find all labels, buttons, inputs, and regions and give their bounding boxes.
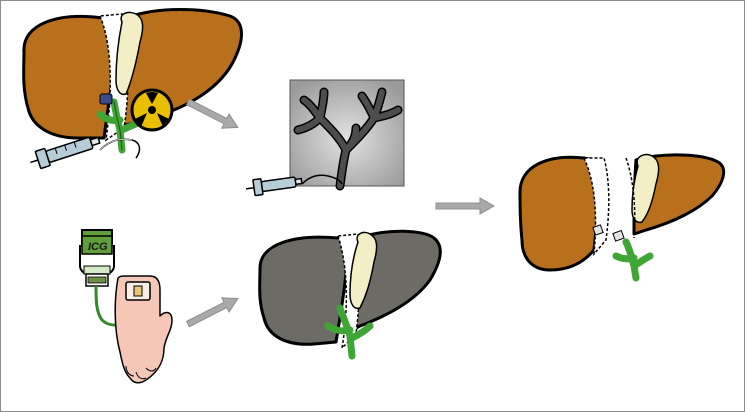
syringe-icon: [245, 176, 303, 197]
arrow-to-cholangiogram: [185, 98, 239, 129]
dye-bottle-icon: ICG: [79, 229, 115, 287]
liver-resected: [518, 153, 726, 282]
hand-icon: [114, 275, 173, 384]
radiation-trefoil-icon: [130, 88, 174, 132]
liver-radiotracer: [22, 8, 243, 170]
arrow-to-resection: [435, 197, 496, 215]
icg-infusion: ICG: [79, 229, 173, 384]
biliary-tree: [293, 87, 403, 191]
syringe-icon: [30, 136, 101, 170]
bottle-label: ICG: [88, 241, 108, 253]
liver-icg-stained: [258, 229, 442, 360]
arrow-to-icg-liver: [185, 297, 239, 328]
cholangiogram-panel: [245, 79, 405, 197]
